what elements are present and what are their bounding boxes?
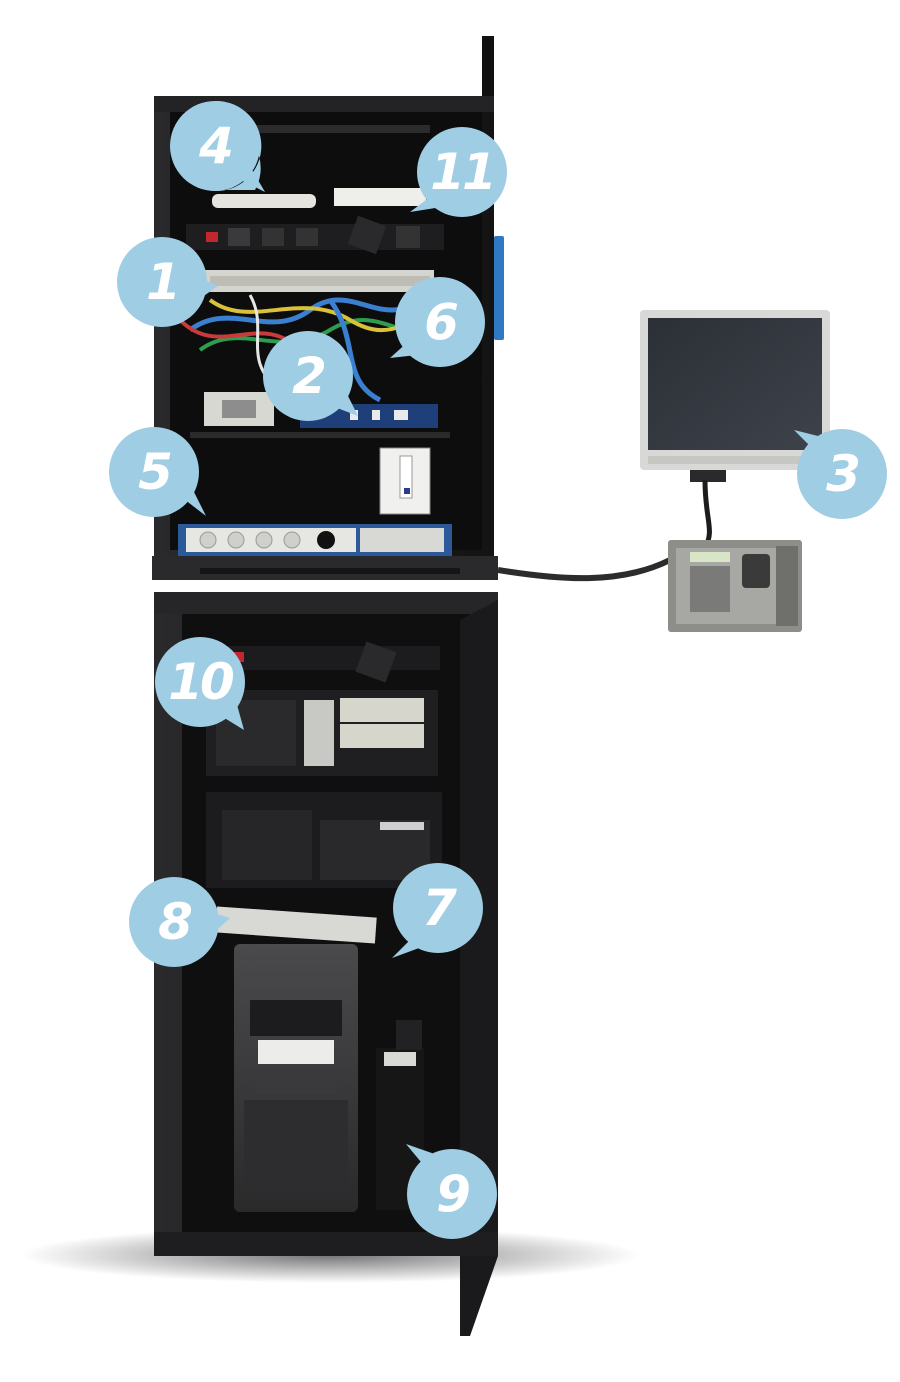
callout-10-label: 10 (168, 653, 235, 711)
callout-9-label: 9 (436, 1165, 471, 1223)
lcd-monitor (640, 310, 830, 482)
callout-11-label: 11 (430, 143, 497, 201)
callout-4-label: 4 (199, 117, 234, 175)
callout-7-label: 7 (422, 879, 457, 937)
access-control-terminal (668, 540, 802, 632)
callout-8-label: 8 (158, 893, 193, 951)
callout-1-label: 1 (146, 253, 181, 311)
callout-2-label: 2 (292, 347, 327, 405)
callout-3-label: 3 (826, 445, 861, 503)
callout-6-label: 6 (424, 293, 459, 351)
callout-5-label: 5 (138, 443, 173, 501)
